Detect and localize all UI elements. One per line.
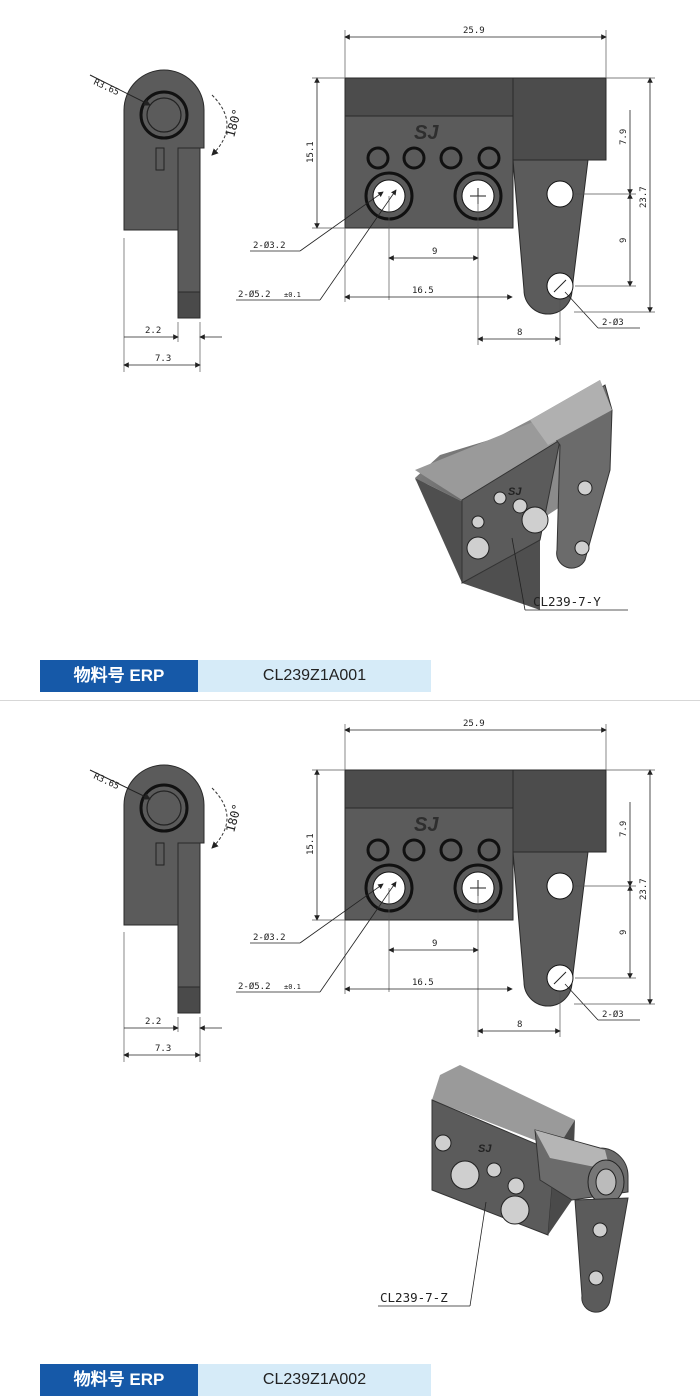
dim-v-23-7: 23.7 [639, 878, 649, 900]
dim-height-body: 15.1 [306, 141, 316, 163]
label-hole-large-tol: ±0.1 [284, 291, 301, 299]
dim-leaf-8: 8 [517, 1020, 522, 1030]
model-code-label: CL239-7-Y [533, 594, 601, 609]
drawing-panel-1: R3.65 180° 2.2 7.3 SJ 25.9 [40, 26, 655, 692]
logo-text: SJ [414, 814, 439, 836]
dim-width-total: 25.9 [463, 26, 485, 36]
dim-span-16-5: 16.5 [412, 978, 434, 988]
dim-v-9: 9 [619, 238, 629, 243]
erp-label: 物料号 ERP [40, 660, 198, 692]
dim-v-9: 9 [619, 930, 629, 935]
dim-width-total: 25.9 [463, 719, 485, 729]
dim-leaf-8: 8 [517, 328, 522, 338]
erp-label: 物料号 ERP [40, 1364, 198, 1396]
dim-v-7-9: 7.9 [619, 129, 629, 145]
front-view: SJ 25.9 15.1 9 16.5 8 2-Ø3.2 [236, 26, 655, 345]
radius-label: R3.65 [92, 772, 121, 793]
side-view: R3.65 180° 2.2 7.3 [89, 764, 244, 1062]
dim-v-23-7: 23.7 [639, 186, 649, 208]
label-hole-small: 2-Ø3.2 [253, 932, 286, 943]
model-code-label: CL239-7-Z [380, 1290, 448, 1305]
dim-2-2: 2.2 [145, 326, 161, 336]
dim-7-3: 7.3 [155, 354, 171, 364]
erp-bar: 物料号 ERP CL239Z1A002 [40, 1364, 431, 1396]
isometric-view: SJ CL239-7-Z [378, 1065, 629, 1313]
rotation-label: 180° [223, 107, 244, 139]
technical-drawing-2: R3.65 180° 2.2 7.3 SJ 25.9 [89, 719, 655, 1313]
dim-span-9: 9 [432, 939, 437, 949]
side-view: R3.65 180° 2.2 7.3 [89, 69, 244, 372]
erp-bar: 物料号 ERP CL239Z1A001 [40, 660, 431, 692]
front-view: SJ 25.9 15.1 9 16.5 8 2-Ø3.2 [236, 719, 655, 1037]
label-hole-large-tol: ±0.1 [284, 983, 301, 991]
iso-logo-text: SJ [478, 1143, 492, 1155]
panel-divider [0, 700, 700, 701]
logo-text: SJ [414, 122, 439, 144]
dim-2-2: 2.2 [145, 1017, 161, 1027]
technical-drawing-1: R3.65 180° 2.2 7.3 SJ 25.9 [89, 26, 655, 611]
label-hole-large: 2-Ø5.2 [238, 981, 271, 992]
iso-logo-text: SJ [508, 486, 522, 498]
label-hole-small: 2-Ø3.2 [253, 240, 286, 251]
dim-height-body: 15.1 [306, 833, 316, 855]
label-leaf-hole: 2-Ø3 [602, 1009, 624, 1020]
dim-span-9: 9 [432, 247, 437, 257]
drawing-panel-2: R3.65 180° 2.2 7.3 SJ 25.9 [0, 700, 700, 1400]
radius-label: R3.65 [92, 78, 121, 99]
erp-value: CL239Z1A001 [198, 660, 431, 692]
rotation-label: 180° [223, 802, 244, 834]
erp-value: CL239Z1A002 [198, 1364, 431, 1396]
dim-span-16-5: 16.5 [412, 286, 434, 296]
dim-v-7-9: 7.9 [619, 821, 629, 837]
dim-7-3: 7.3 [155, 1044, 171, 1054]
label-leaf-hole: 2-Ø3 [602, 317, 624, 328]
isometric-view: SJ CL239-7-Y [415, 380, 628, 611]
label-hole-large: 2-Ø5.2 [238, 289, 271, 300]
